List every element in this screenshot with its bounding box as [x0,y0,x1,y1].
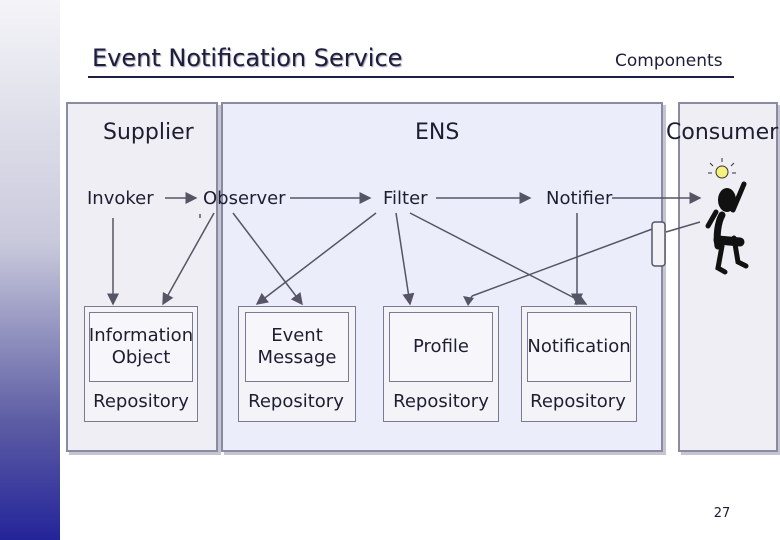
consumer-interface-plug [651,221,666,267]
page-number: 27 [713,506,731,521]
slide-title: Event Notification Service [92,44,403,72]
observer-label: Observer [203,188,286,209]
invoker-label: Invoker [87,188,154,209]
notifier-label: Notifier [546,188,613,209]
event-message-box: Event Message [245,312,349,382]
consumer-figure-icon [705,158,749,275]
sidebar-gradient [0,0,60,540]
consumer-panel [678,102,778,452]
information-object-box: Information Object [89,312,193,382]
repository-label: Repository [530,391,626,412]
filter-to-profile-arrow [395,212,415,306]
title-rule [88,76,734,78]
repository-label: Repository [393,391,489,412]
consumer-to-profile-line [471,227,656,297]
filter-to-notification-arrow [409,212,588,305]
section-label: Components [615,51,723,71]
observer-to-event-arrow [232,212,303,306]
profile-box: Profile [389,312,493,382]
consumer-heading: Consumer [666,120,779,145]
supplier-heading: Supplier [103,120,194,145]
observer-to-info-arrow [162,212,215,306]
notification-box: Notification [527,312,631,382]
repository-label: Repository [93,391,189,412]
filter-to-event-arrow [255,212,377,305]
filter-label: Filter [383,188,428,209]
ens-heading: ENS [415,120,460,145]
repository-label: Repository [248,391,344,412]
